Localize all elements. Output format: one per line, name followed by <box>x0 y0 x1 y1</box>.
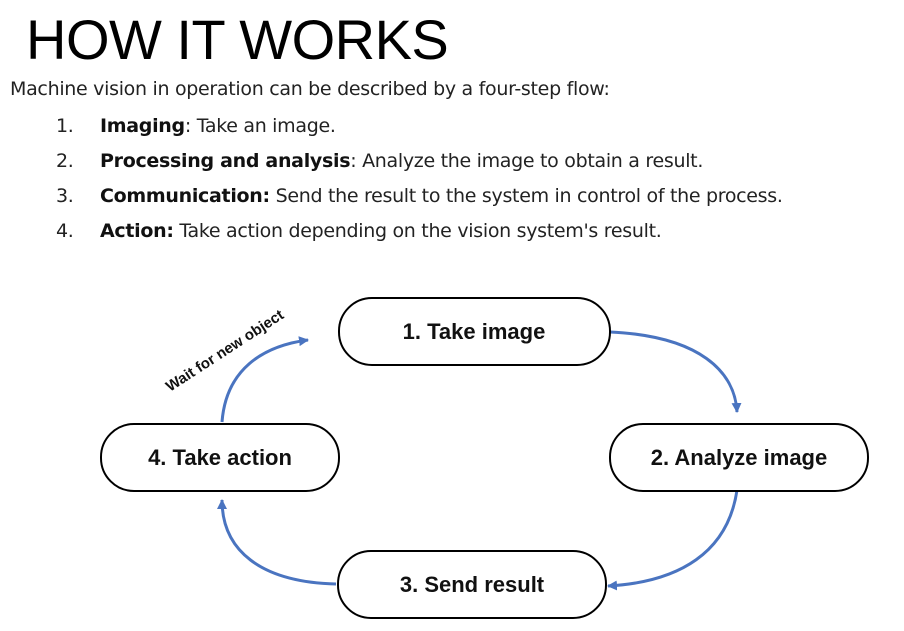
step-number: 2. <box>56 150 74 172</box>
step-separator: : <box>184 115 191 137</box>
step-description: Take action depending on the vision syst… <box>173 220 662 242</box>
step-term: Communication: <box>100 185 270 207</box>
step-number: 4. <box>56 220 74 242</box>
step-separator: : <box>350 150 357 172</box>
step-item: 1. Imaging: Take an image. <box>56 112 783 147</box>
node-take-image-label: 1. Take image <box>403 319 546 344</box>
node-send-result: 3. Send result <box>337 550 607 619</box>
step-number: 1. <box>56 115 74 137</box>
step-term: Action: <box>100 220 174 242</box>
step-term: Imaging <box>100 115 185 137</box>
step-item: 2. Processing and analysis: Analyze the i… <box>56 147 783 182</box>
intro-text: Machine vision in operation can be descr… <box>10 78 610 100</box>
step-term: Processing and analysis <box>100 150 351 172</box>
node-analyze-image: 2. Analyze image <box>609 423 869 492</box>
arrow-take-to-analyze <box>609 330 742 413</box>
node-take-action-label: 4. Take action <box>148 445 292 470</box>
step-description: Take an image. <box>190 115 336 137</box>
node-send-result-label: 3. Send result <box>400 572 545 597</box>
step-list: 1. Imaging: Take an image. 2. Processing a… <box>56 112 783 252</box>
step-item: 3. Communication: Send the result to the … <box>56 182 783 217</box>
step-item: 4. Action: Take action depending on the v… <box>56 217 783 252</box>
page-title: HOW IT WORKS <box>26 8 449 71</box>
arrow-action-to-take <box>220 336 309 423</box>
node-take-image: 1. Take image <box>338 297 611 366</box>
node-take-action: 4. Take action <box>100 423 340 492</box>
node-analyze-image-label: 2. Analyze image <box>651 445 827 470</box>
step-number: 3. <box>56 185 74 207</box>
arrow-analyze-to-send <box>607 489 739 591</box>
step-description: Analyze the image to obtain a result. <box>356 150 704 172</box>
arrow-send-to-action <box>217 499 337 586</box>
step-description: Send the result to the system in control… <box>269 185 783 207</box>
